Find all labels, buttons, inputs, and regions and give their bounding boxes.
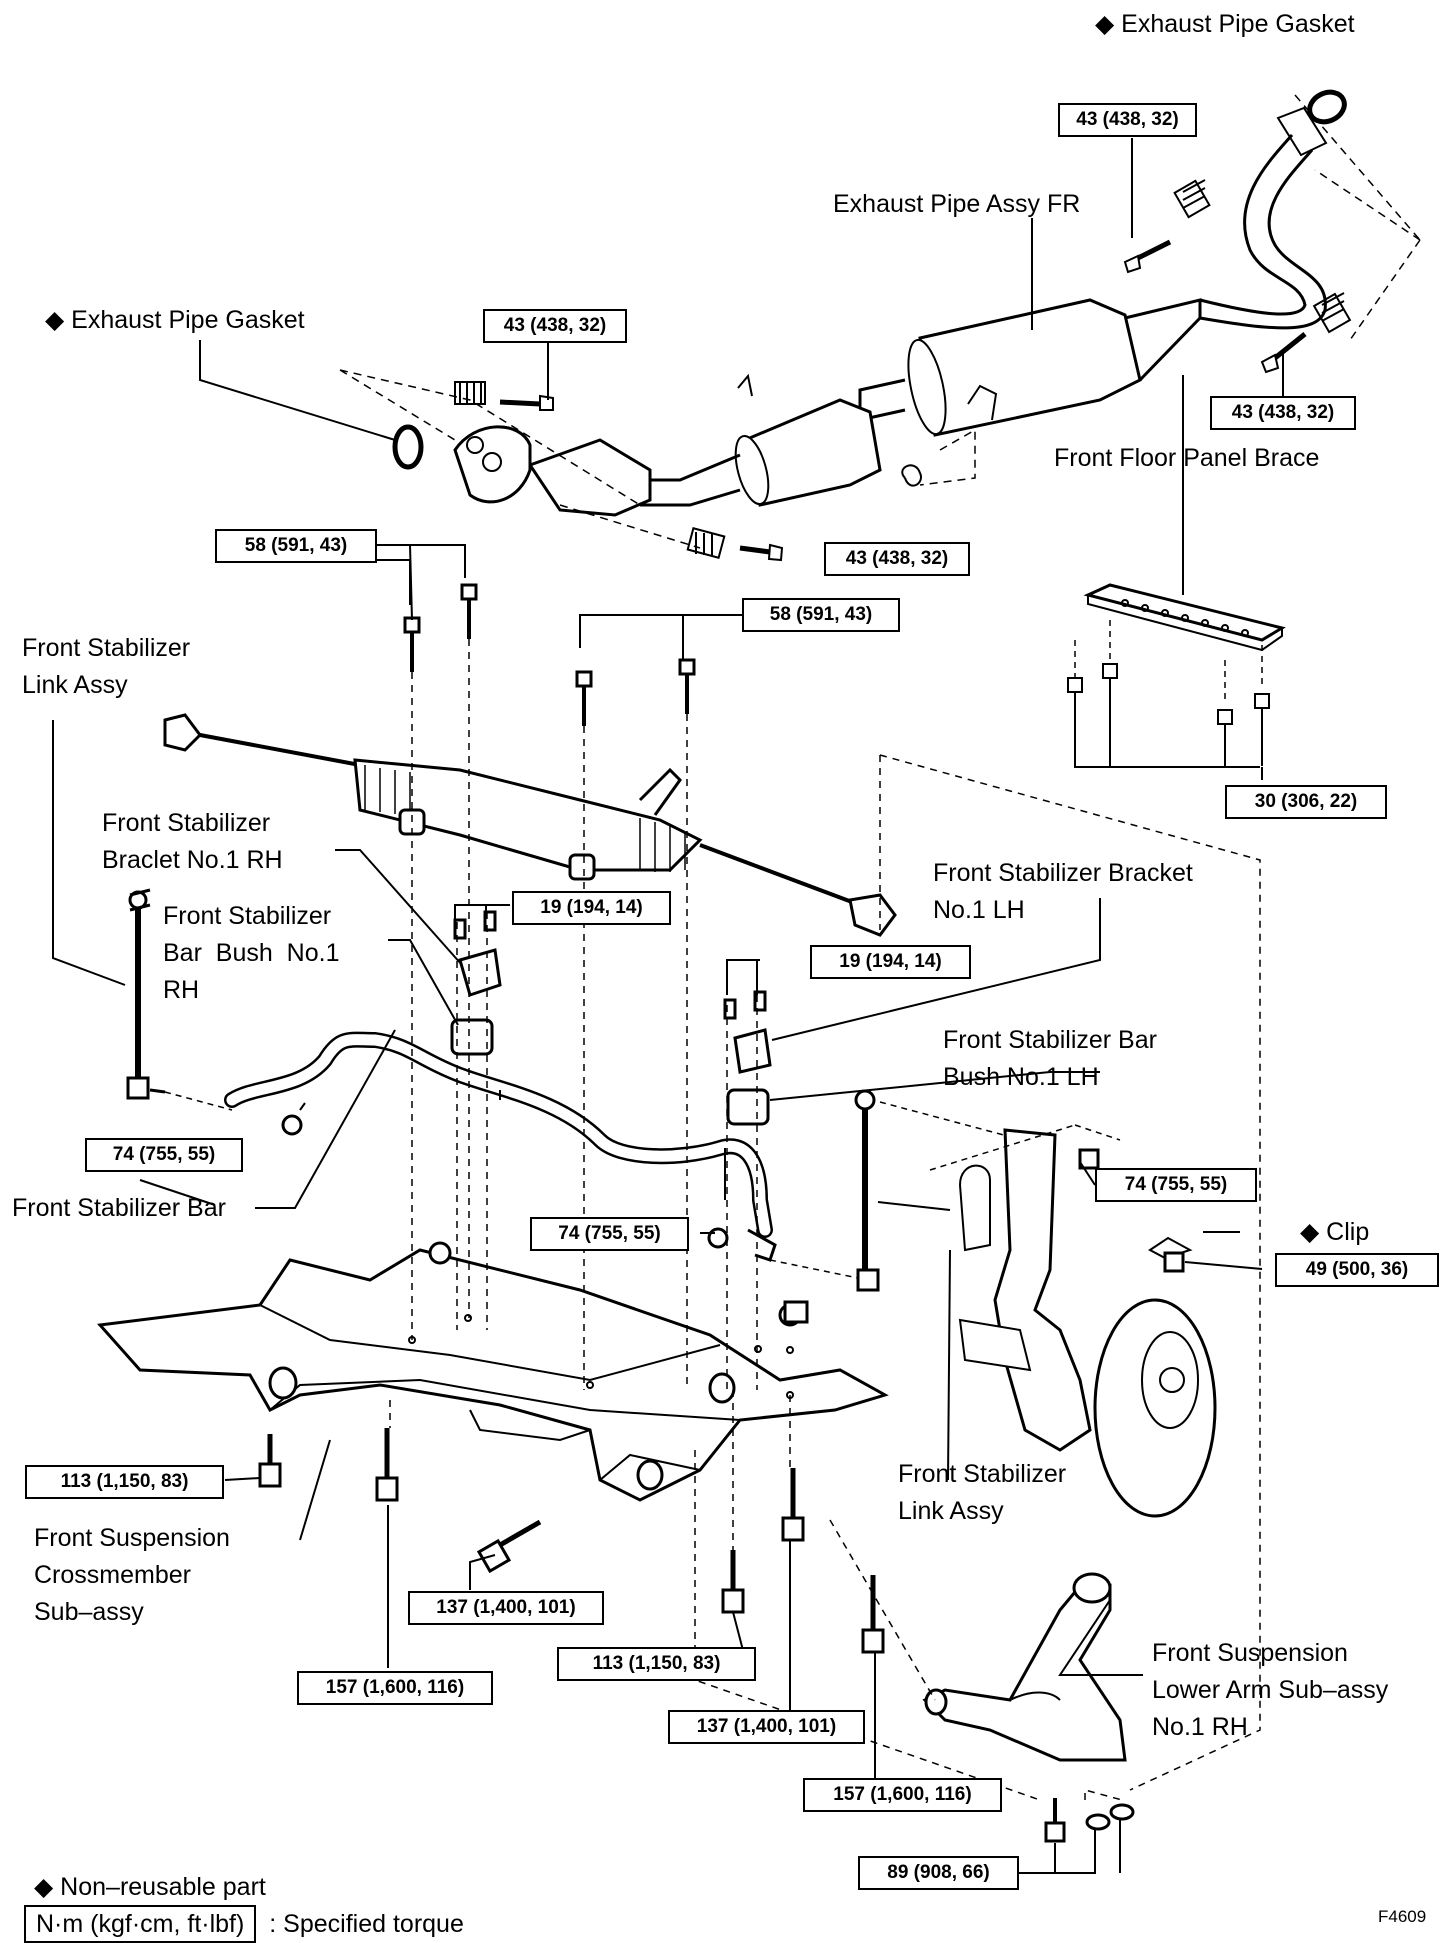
torque-box: 113 (1,150, 83) [557, 1647, 756, 1681]
legend-torque-unit: N·m (kgf·cm, ft·lbf) [24, 1905, 257, 1943]
exhaust-gasket-top [1307, 89, 1347, 125]
label-front-floor-panel-brace: Front Floor Panel Brace [1054, 444, 1320, 472]
label-crossmember-2: Crossmember [34, 1561, 191, 1589]
label-lower-arm-2: Lower Arm Sub–assy [1152, 1676, 1389, 1704]
label-bush-rh-3: RH [163, 976, 200, 1004]
steering-gear [163, 713, 897, 937]
front-suspension-lower-arm [922, 1572, 1127, 1762]
torque-box: 19 (194, 14) [512, 891, 671, 925]
label-bracket-rh-2: Braclet No.1 RH [102, 846, 283, 874]
exhaust-gasket-left [392, 424, 424, 470]
torque-box: 49 (500, 36) [1275, 1253, 1439, 1287]
torque-box: 43 (438, 32) [483, 309, 627, 343]
torque-box: 89 (908, 66) [858, 1856, 1019, 1890]
label-stabilizer-link-rh-2: Link Assy [22, 671, 128, 699]
torque-box: 137 (1,400, 101) [668, 1710, 865, 1744]
label-exhaust-gasket-top: ◆ Exhaust Pipe Gasket [1095, 10, 1355, 38]
label-bush-rh-2: Bar Bush No.1 [163, 939, 340, 967]
label-exhaust-gasket-left: ◆ Exhaust Pipe Gasket [45, 306, 305, 334]
torque-box: 74 (755, 55) [1095, 1168, 1257, 1202]
torque-box: 157 (1,600, 116) [297, 1671, 493, 1705]
mounting-bolts [258, 583, 1135, 1843]
leader-lines [52, 138, 1284, 1874]
torque-box: 113 (1,150, 83) [25, 1465, 224, 1499]
torque-box: 58 (591, 43) [215, 529, 377, 563]
label-stabilizer-link-rh-1: Front Stabilizer [22, 634, 191, 662]
front-suspension-crossmember [96, 1241, 889, 1502]
torque-box: 157 (1,600, 116) [803, 1778, 1002, 1812]
label-lower-arm-1: Front Suspension [1152, 1639, 1348, 1667]
label-stabilizer-link-lh-2: Link Assy [898, 1497, 1004, 1525]
front-floor-panel-brace [1067, 375, 1286, 780]
legend-torque: N·m (kgf·cm, ft·lbf) : Specified torque [24, 1905, 464, 1943]
torque-box: 43 (438, 32) [1058, 103, 1197, 137]
label-bush-lh-1: Front Stabilizer Bar [943, 1026, 1157, 1054]
exhaust-pipe-assy [392, 89, 1347, 517]
figure-code: F4609 [1378, 1907, 1427, 1926]
label-bracket-rh-1: Front Stabilizer [102, 809, 271, 837]
torque-box: 43 (438, 32) [824, 542, 970, 576]
label-exhaust-pipe-assy-fr: Exhaust Pipe Assy FR [833, 190, 1081, 218]
alignment-lines [389, 639, 1261, 1801]
torque-box: 19 (194, 14) [810, 945, 971, 979]
label-crossmember-3: Sub–assy [34, 1598, 144, 1626]
label-lower-arm-3: No.1 RH [1152, 1713, 1248, 1741]
label-front-stabilizer-bar: Front Stabilizer Bar [12, 1194, 226, 1222]
label-crossmember-1: Front Suspension [34, 1524, 230, 1552]
torque-box: 74 (755, 55) [530, 1217, 689, 1251]
torque-box: 58 (591, 43) [742, 598, 900, 632]
torque-box: 43 (438, 32) [1210, 396, 1356, 430]
legend-non-reusable: ◆ Non–reusable part [34, 1873, 266, 1901]
steering-knuckle-disc [929, 1124, 1217, 1518]
stabilizer-link-rh [126, 888, 303, 1136]
stabilizer-brackets-bushes [450, 910, 772, 1126]
label-bush-rh-1: Front Stabilizer [163, 902, 332, 930]
legend-torque-desc: : Specified torque [269, 1910, 464, 1938]
front-stabilizer-bar [224, 1031, 777, 1262]
torque-box: 137 (1,400, 101) [408, 1591, 604, 1625]
label-clip: ◆ Clip [1300, 1218, 1370, 1246]
torque-box: 30 (306, 22) [1225, 785, 1387, 819]
label-bracket-lh-2: No.1 LH [933, 896, 1025, 924]
torque-box: 74 (755, 55) [85, 1138, 243, 1172]
exhaust-springs-bolts [339, 94, 1421, 562]
label-bush-lh-2: Bush No.1 LH [943, 1063, 1099, 1091]
label-stabilizer-link-lh-1: Front Stabilizer [898, 1460, 1067, 1488]
label-bracket-lh-1: Front Stabilizer Bracket [933, 859, 1193, 887]
